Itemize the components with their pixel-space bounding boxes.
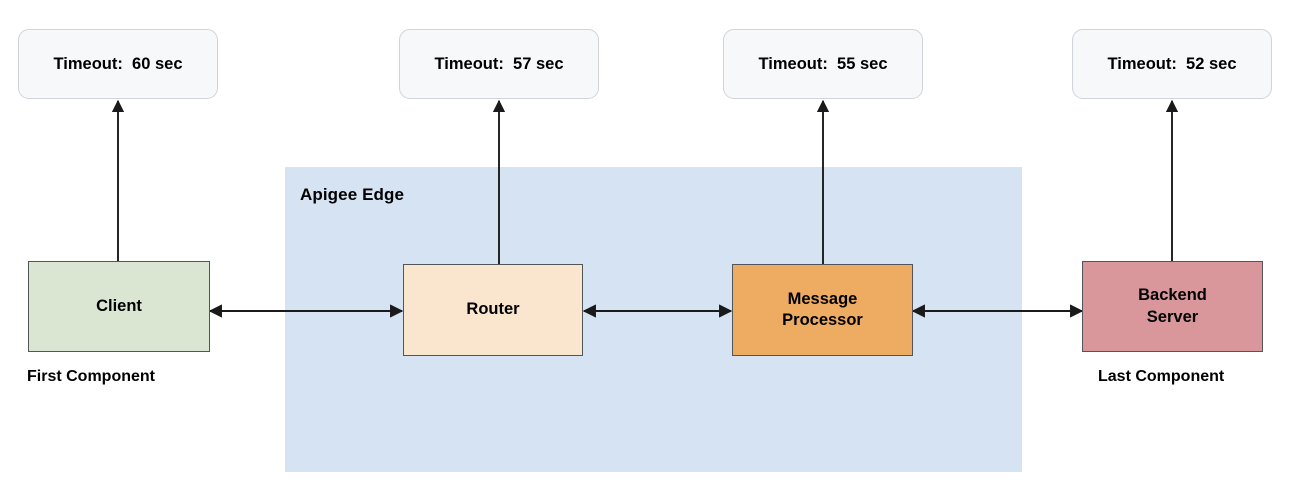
timeout-box-router: Timeout: 57 sec [399,29,599,99]
timeout-box-message-processor: Timeout: 55 sec [723,29,923,99]
component-box-client: Client [28,261,210,352]
caption-first-component: First Component [27,368,155,385]
component-box-router: Router [403,264,583,356]
component-box-message-processor: Message Processor [732,264,913,356]
apigee-edge-label: Apigee Edge [300,185,405,204]
timeout-box-client: Timeout: 60 sec [18,29,218,99]
component-box-backend-server: Backend Server [1082,261,1263,352]
timeout-box-backend: Timeout: 52 sec [1072,29,1272,99]
caption-last-component: Last Component [1098,368,1225,385]
